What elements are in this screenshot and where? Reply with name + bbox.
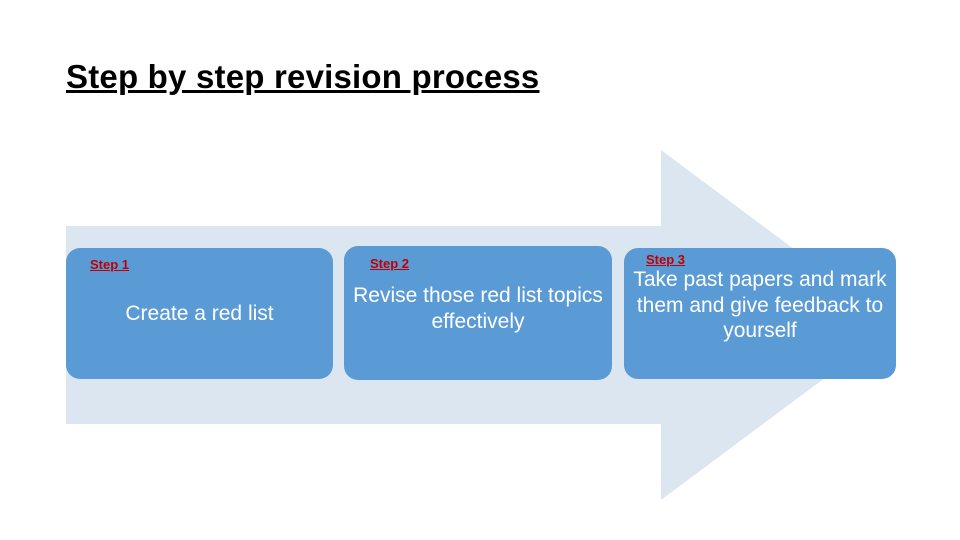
step-2-box[interactable] [344,246,612,380]
step-1-box[interactable] [66,248,333,379]
step-3-text: Take past papers and mark them and give … [633,268,887,343]
step-1-label: Step 1 [90,257,130,272]
step-3-box[interactable] [624,248,896,379]
step-1-text: Create a red list [125,302,274,325]
step-3-label: Step 3 [646,252,686,267]
step-2-text: Revise those red list topics effectively [353,284,603,333]
step-2-label: Step 2 [370,256,410,271]
page-title: Step by step revision process [66,58,540,95]
